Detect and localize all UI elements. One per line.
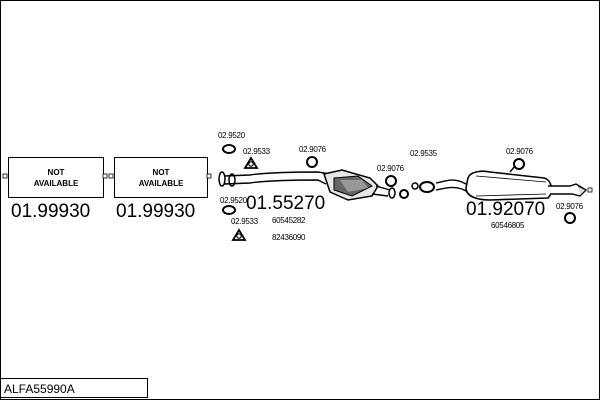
front-pipe-number: 01.55270 bbox=[246, 193, 326, 214]
gasket-icon-1 bbox=[222, 144, 236, 154]
box-2-connector-left bbox=[108, 173, 114, 179]
box-1-line1: NOT bbox=[47, 167, 65, 177]
rear-silencer-icon bbox=[435, 165, 593, 201]
part-code-6: 02.9076 bbox=[377, 164, 404, 173]
gasket-icon-2 bbox=[222, 205, 236, 215]
rear-silencer-number: 01.92070 bbox=[466, 199, 546, 220]
part-code-2: 02.9533 bbox=[243, 147, 270, 156]
box-2-line2: AVAILABLE bbox=[138, 178, 184, 188]
box-2-connector-right bbox=[206, 173, 212, 179]
box-2-number: 01.99930 bbox=[116, 201, 196, 222]
rear-silencer-ref-1: 60546805 bbox=[491, 221, 525, 230]
part-code-1: 02.9520 bbox=[218, 131, 245, 140]
clamp-ring-icon-1 bbox=[306, 156, 318, 168]
front-pipe-ref-2: 82436090 bbox=[272, 233, 306, 242]
gasket-triangle-icon-1 bbox=[243, 156, 259, 169]
gasket-icon-3 bbox=[419, 181, 435, 193]
box-1-number: 01.99930 bbox=[11, 201, 91, 222]
box-1-line2: AVAILABLE bbox=[33, 178, 79, 188]
box-1-connector-left bbox=[2, 173, 8, 179]
part-code-4: 02.9520 bbox=[220, 196, 247, 205]
gasket-triangle-icon-2 bbox=[231, 228, 247, 241]
part-code-7: 02.9535 bbox=[410, 149, 437, 158]
clamp-ring-icon-4 bbox=[513, 158, 525, 170]
front-pipe-ref-1: 60545282 bbox=[272, 216, 306, 225]
clamp-ring-icon-2 bbox=[385, 175, 409, 199]
clamp-ring-icon-5 bbox=[564, 212, 576, 224]
front-pipe-icon bbox=[218, 169, 396, 201]
part-code-8: 02.9076 bbox=[506, 147, 533, 156]
part-code-9: 02.9076 bbox=[556, 202, 583, 211]
part-code-5: 02.9533 bbox=[231, 217, 258, 226]
box-2-line1: NOT bbox=[152, 167, 170, 177]
clamp-ring-icon-3 bbox=[411, 182, 419, 190]
diagram-title: ALFA55990A bbox=[0, 378, 148, 398]
part-code-3: 02.9076 bbox=[299, 145, 326, 154]
box-1-connector-right bbox=[102, 173, 108, 179]
